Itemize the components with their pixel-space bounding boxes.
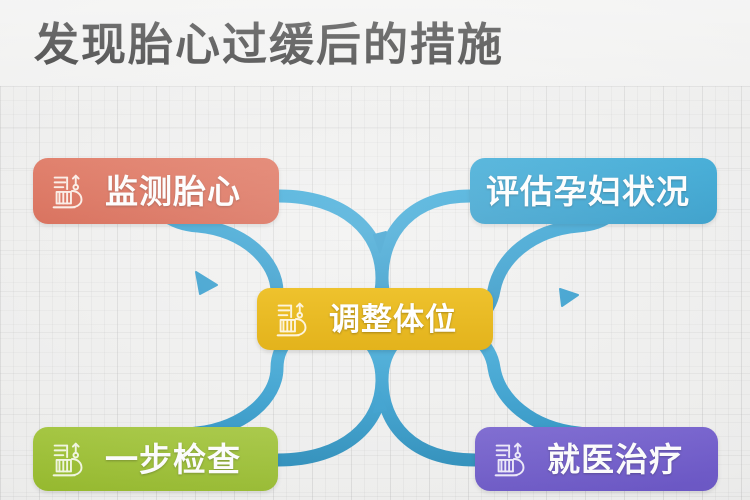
node-position-center[interactable]: 调整体位 bbox=[257, 288, 493, 350]
node-check[interactable]: 一步检查 bbox=[33, 427, 278, 491]
pregnant-care-icon bbox=[52, 442, 83, 477]
arrowhead-assess bbox=[373, 231, 387, 253]
node-assess-label: 评估孕妇状况 bbox=[486, 172, 690, 210]
node-monitor-label: 监测胎心 bbox=[105, 172, 241, 210]
node-monitor[interactable]: 监测胎心 bbox=[33, 158, 279, 224]
arrowhead-check bbox=[373, 391, 387, 413]
pregnant-care-icon bbox=[52, 174, 83, 209]
node-treat-label: 就医治疗 bbox=[547, 440, 683, 478]
background-header-band bbox=[0, 0, 750, 92]
arrowhead-treat bbox=[559, 288, 579, 307]
page-title: 发现胎心过缓后的措施 bbox=[34, 18, 505, 70]
arrowhead-monitor bbox=[195, 271, 218, 295]
node-check-label: 一步检查 bbox=[105, 440, 241, 478]
pregnant-care-icon bbox=[494, 442, 525, 477]
pregnant-care-icon bbox=[276, 302, 307, 337]
node-treat[interactable]: 就医治疗 bbox=[475, 427, 718, 491]
node-position-label: 调整体位 bbox=[329, 301, 457, 337]
node-assess[interactable]: 评估孕妇状况 bbox=[470, 158, 717, 224]
